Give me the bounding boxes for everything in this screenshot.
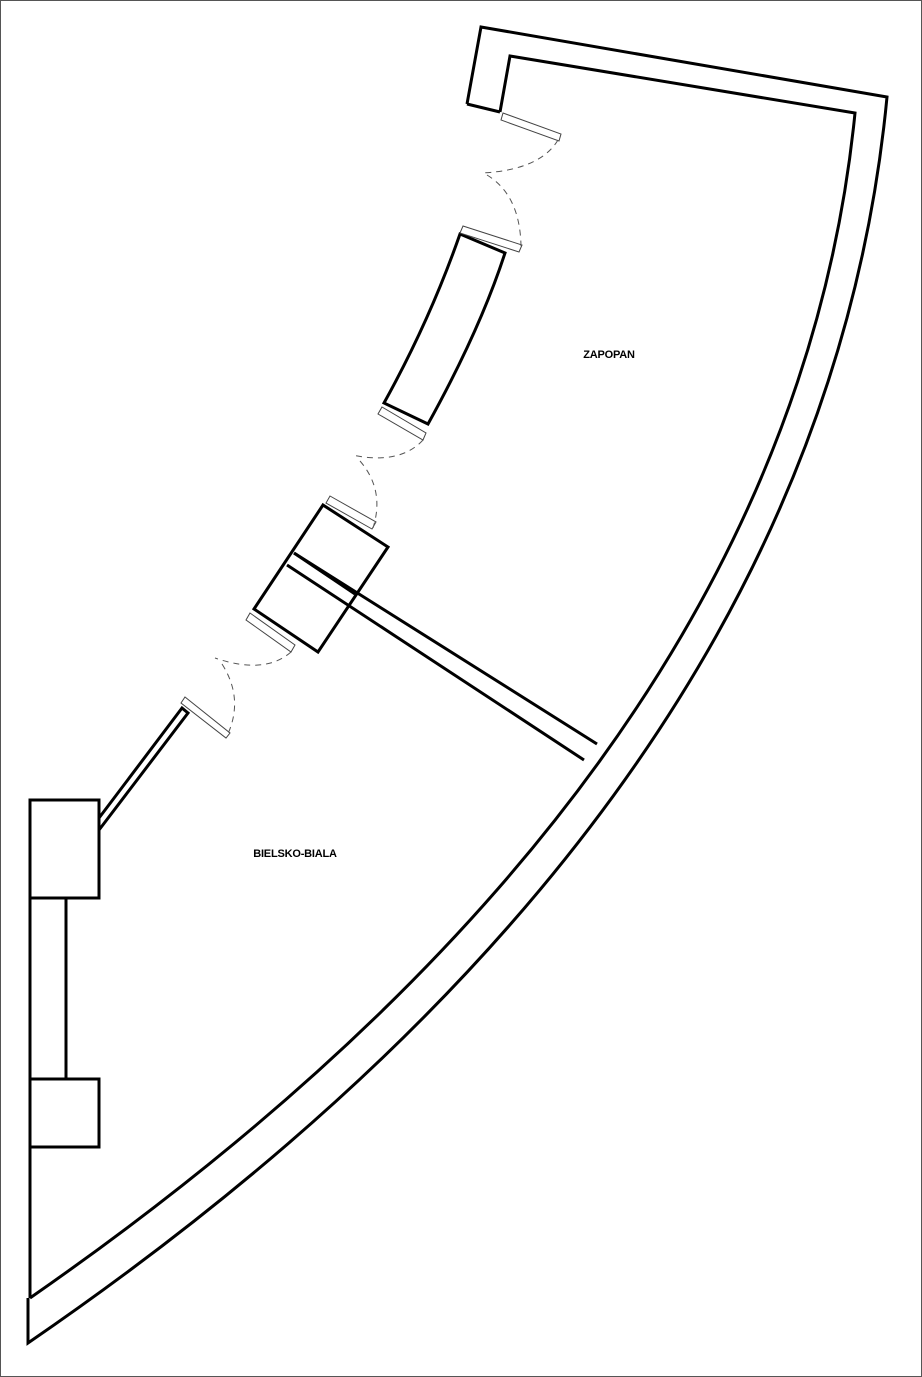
door-3[interactable] <box>180 612 296 739</box>
outer-wall <box>26 25 889 1346</box>
room-label-zapopan: ZAPOPAN <box>583 349 635 361</box>
diagonal-wall-stub <box>97 705 191 831</box>
curved-wall-segment <box>381 231 507 426</box>
door-2[interactable] <box>325 406 427 530</box>
west-piers <box>28 798 101 1149</box>
door-1[interactable] <box>459 112 562 253</box>
room-labels: ZAPOPAN BIELSKO-BIALA <box>253 349 635 860</box>
room-label-bielsko-biala: BIELSKO-BIALA <box>253 848 337 860</box>
partition-wall <box>286 551 598 762</box>
